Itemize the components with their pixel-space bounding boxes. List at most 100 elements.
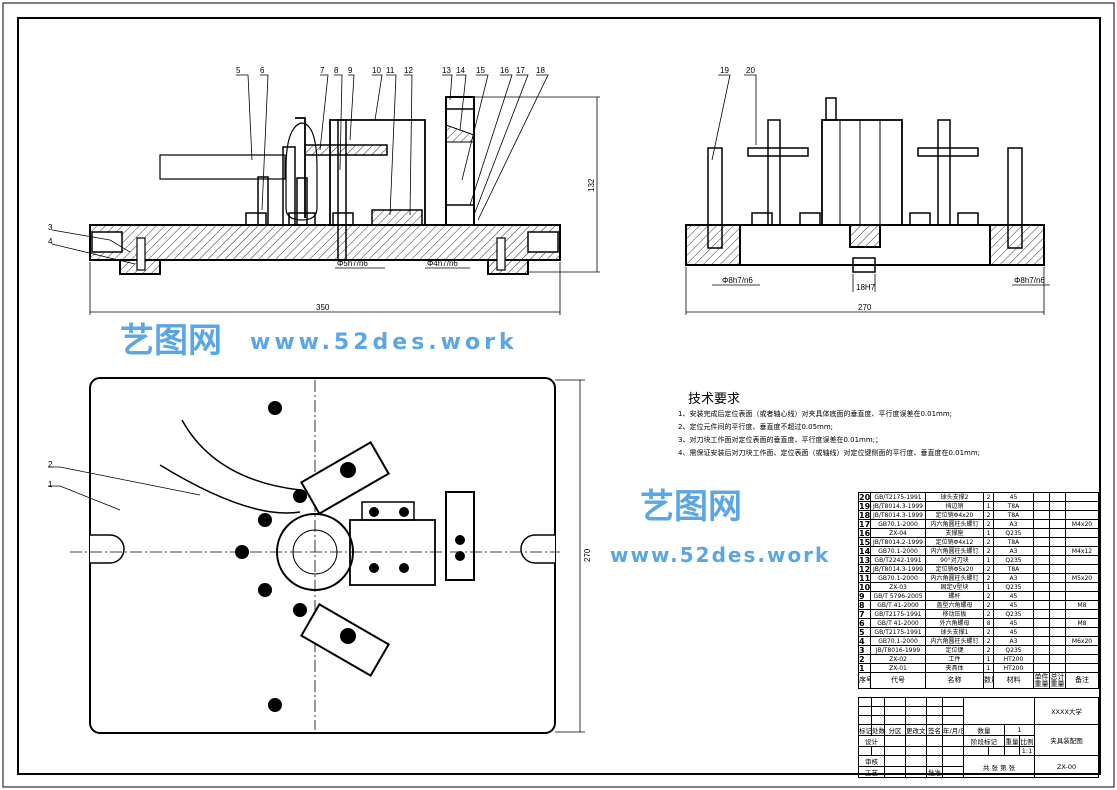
dim-side-fit-left: Φ8h7/n6 <box>722 276 753 285</box>
parts-cell-material: A3 <box>993 573 1034 583</box>
parts-cell-code: ZX-02 <box>870 654 926 664</box>
tb-count: 处数 <box>871 724 885 736</box>
parts-cell-single <box>1033 582 1050 592</box>
balloon-1: 1 <box>48 480 53 489</box>
tech-item: 4、需保证安装后对刀块工作面、定位表面（或轴线）对定位键侧面的平行度、垂直度在0… <box>678 449 981 457</box>
parts-cell-qty: 2 <box>983 537 994 547</box>
parts-cell-material: T8A <box>993 537 1034 547</box>
parts-cell-note <box>1065 645 1099 655</box>
parts-cell-single <box>1033 519 1050 529</box>
parts-cell-no: 20 <box>858 492 871 502</box>
parts-cell-qty: 2 <box>983 609 994 619</box>
parts-cell-total <box>1049 519 1066 529</box>
parts-cell-total <box>1049 663 1066 673</box>
parts-cell-no: 14 <box>858 546 871 556</box>
parts-cell-name: 内六角圆柱头螺钉 <box>925 573 984 583</box>
parts-cell-name: 外六角螺母 <box>925 618 984 628</box>
tb-stage: 阶段标记 <box>963 735 1005 747</box>
tb-review: 审核 <box>858 755 885 767</box>
header-material: 材料 <box>993 672 1034 689</box>
tb-mark: 标记 <box>858 724 872 736</box>
parts-cell-qty: 2 <box>983 636 994 646</box>
parts-cell-qty: 1 <box>983 582 994 592</box>
tb-quantity-label: 数量 <box>963 724 1005 736</box>
header-single-label: 单件 <box>1034 672 1049 681</box>
parts-cell-name: 内六角圆柱头螺钉 <box>925 519 984 529</box>
parts-cell-code: GB/T2175-1991 <box>870 609 926 619</box>
parts-cell-name: 定位销Φ5x20 <box>925 564 984 574</box>
parts-cell-code: GB/T2175-1991 <box>870 492 926 502</box>
parts-cell-material: 45 <box>993 627 1034 637</box>
parts-cell-name: 定位键 <box>925 645 984 655</box>
balloon-12: 12 <box>404 66 413 75</box>
parts-cell-name: 固定V型块 <box>925 582 984 592</box>
parts-cell-total <box>1049 591 1066 601</box>
header-qty: 数量 <box>983 672 994 689</box>
tb-zone: 分区 <box>884 724 906 736</box>
parts-cell-no: 10 <box>858 582 871 592</box>
parts-cell-material: Q235 <box>993 582 1034 592</box>
parts-cell-total <box>1049 654 1066 664</box>
dim-plan-height: 270 <box>583 548 592 562</box>
tb-quantity: 1 <box>1004 724 1035 736</box>
parts-cell-no: 12 <box>858 564 871 574</box>
balloon-11: 11 <box>386 66 395 75</box>
parts-cell-qty: 1 <box>983 528 994 538</box>
balloon-19: 19 <box>720 66 729 75</box>
parts-cell-code: ZX-04 <box>870 528 926 538</box>
parts-cell-single <box>1033 528 1050 538</box>
parts-cell-note <box>1065 564 1099 574</box>
parts-cell-name: 螺杆 <box>925 591 984 601</box>
parts-cell-no: 18 <box>858 510 871 520</box>
parts-cell-note <box>1065 654 1099 664</box>
header-code: 代号 <box>870 672 926 689</box>
technical-requirements: 技术要求 1、安装完成后定位表面（或者轴心线）对夹具体底面的垂直度、平行度误差在… <box>678 392 980 460</box>
parts-cell-name: 移动压板 <box>925 609 984 619</box>
header-note: 备注 <box>1065 672 1099 689</box>
header-weight-label: 重量 <box>1034 679 1049 688</box>
parts-cell-no: 5 <box>858 627 871 637</box>
parts-cell-no: 8 <box>858 600 871 610</box>
dim-fit-phi4: Φ4h7/n6 <box>427 259 458 268</box>
header-total: 总计重量 <box>1049 672 1066 689</box>
dim-front-width: 350 <box>316 303 330 312</box>
tech-item: 1、安装完成后定位表面（或者轴心线）对夹具体底面的垂直度、平行度误差在0.01m… <box>678 410 953 418</box>
parts-cell-note <box>1065 591 1099 601</box>
parts-cell-material: Q235 <box>993 645 1034 655</box>
parts-cell-qty: 2 <box>983 492 994 502</box>
parts-cell-qty: 1 <box>983 654 994 664</box>
parts-cell-total <box>1049 492 1066 502</box>
parts-cell-qty: 2 <box>983 573 994 583</box>
parts-cell-single <box>1033 609 1050 619</box>
parts-cell-qty: 2 <box>983 591 994 601</box>
parts-cell-single <box>1033 555 1050 565</box>
tb-process: 工艺 <box>858 766 885 778</box>
parts-cell-code: GB/T 41-2000 <box>870 618 926 628</box>
header-weight-label-2: 重量 <box>1050 679 1065 688</box>
parts-cell-total <box>1049 636 1066 646</box>
parts-cell-note <box>1065 555 1099 565</box>
parts-cell-no: 4 <box>858 636 871 646</box>
parts-cell-qty: 2 <box>983 600 994 610</box>
parts-cell-code: GB70.1-2000 <box>870 546 926 556</box>
parts-cell-total <box>1049 537 1066 547</box>
parts-cell-material: HT200 <box>993 654 1034 664</box>
parts-cell-material: 45 <box>993 618 1034 628</box>
parts-cell-note: M4x12 <box>1065 546 1099 556</box>
balloon-18: 18 <box>536 66 545 75</box>
parts-cell-name: 内六角圆柱头螺钉 <box>925 636 984 646</box>
parts-cell-material: A3 <box>993 636 1034 646</box>
dim-side-width: 270 <box>858 303 872 312</box>
parts-cell-code: ZX-01 <box>870 663 926 673</box>
dim-front-height: 132 <box>587 178 596 192</box>
parts-cell-note: M4x20 <box>1065 519 1099 529</box>
